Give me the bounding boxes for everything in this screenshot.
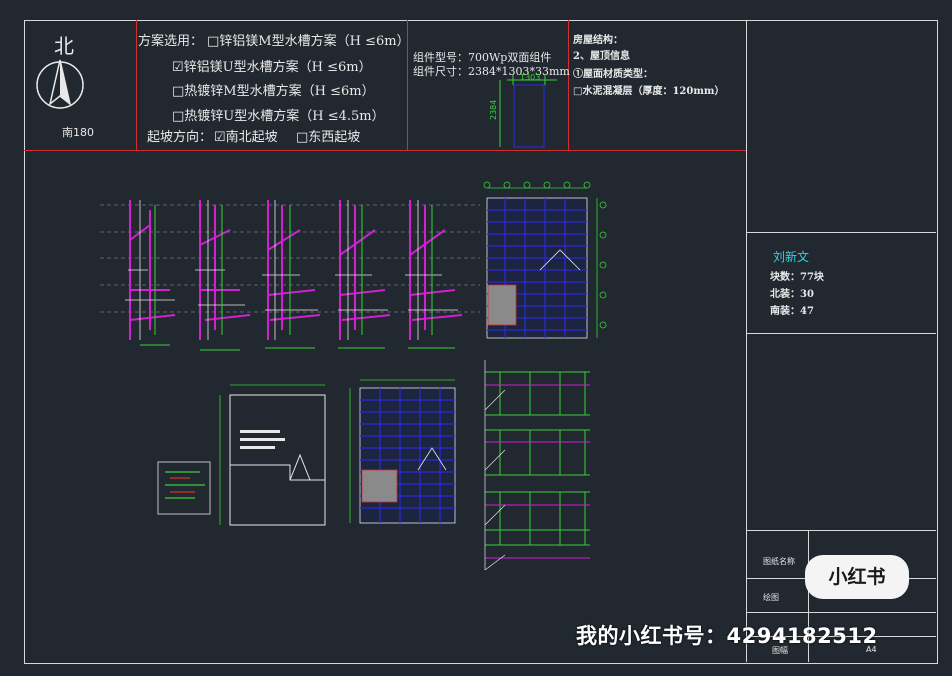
scheme-option-2-box: ☑	[172, 60, 184, 75]
north-count: 北装：30	[770, 289, 814, 300]
header-divider-3	[568, 20, 569, 151]
xiaohongshu-logo: 小红书	[805, 555, 909, 599]
watermark-text: 我的小红书号：4294182512	[576, 624, 878, 648]
slope-option-ew-label: 东西起坡	[308, 130, 361, 145]
scheme-option-3[interactable]: □热镀锌M型水槽方案（H ≤6m）	[172, 80, 375, 99]
south-count: 南装：47	[770, 306, 814, 317]
roof-info: 2、屋顶信息	[573, 51, 630, 62]
south-angle-label: 南180	[62, 126, 94, 139]
roof-material: ①屋面材质类型：	[573, 69, 653, 80]
scheme-option-1[interactable]: □锌铝镁M型水槽方案（H ≤6m）	[207, 30, 410, 49]
scheme-option-2[interactable]: ☑锌铝镁U型水槽方案（H ≤6m）	[172, 56, 372, 75]
designer-name: 刘新文	[773, 250, 810, 264]
header-divider-2	[407, 20, 408, 151]
slope-option-ns-box: ☑	[214, 130, 226, 145]
title-column-line-2	[746, 333, 936, 334]
slope-option-ns[interactable]: ☑南北起坡	[214, 126, 278, 145]
slope-title: 起坡方向：	[147, 130, 213, 145]
scheme-option-4[interactable]: □热镀锌U型水槽方案（H ≤4.5m）	[172, 105, 385, 124]
scheme-option-1-box: □	[207, 34, 220, 49]
scheme-option-3-label: 热镀锌M型水槽方案（H ≤6m）	[184, 84, 375, 99]
slope-option-ew-box: □	[296, 130, 309, 145]
house-title: 房屋结构：	[573, 35, 623, 46]
drawing-frame	[24, 20, 938, 664]
title-column-line-5	[746, 612, 936, 613]
header-separator	[24, 150, 746, 151]
module-width-dim: 1303	[520, 73, 541, 82]
title-column-border	[746, 20, 747, 662]
north-label: 北	[54, 34, 74, 58]
scheme-title: 方案选用：	[138, 34, 204, 49]
scheme-option-4-label: 热镀锌U型水槽方案（H ≤4.5m）	[184, 109, 385, 124]
slope-option-ew[interactable]: □东西起坡	[296, 126, 360, 145]
scheme-option-3-box: □	[172, 84, 185, 99]
module-height-dim: 2384	[489, 99, 498, 120]
sheet-label: 图幅	[772, 646, 788, 655]
sheet-size: A4	[866, 645, 877, 654]
drawn-by-label: 绘图	[763, 593, 779, 602]
scheme-option-1-label: 锌铝镁M型水槽方案（H ≤6m）	[219, 34, 410, 49]
scheme-option-4-box: □	[172, 109, 185, 124]
header-divider-1	[136, 20, 137, 151]
title-column-line-3	[746, 530, 936, 531]
roof-layer: □水泥混凝层（厚度：120mm）	[573, 86, 725, 97]
module-size: 组件尺寸：2384*1303*33mm	[413, 65, 570, 78]
panel-count: 块数：77块	[770, 272, 824, 283]
title-column-line-1	[746, 232, 936, 233]
scheme-option-2-label: 锌铝镁U型水槽方案（H ≤6m）	[183, 60, 372, 75]
drawing-name-label: 图纸名称	[763, 557, 795, 566]
slope-option-ns-label: 南北起坡	[225, 130, 278, 145]
title-column-split	[808, 530, 809, 662]
module-model: 组件型号：700Wp双面组件	[413, 51, 552, 64]
title-column-line-6	[746, 636, 936, 637]
